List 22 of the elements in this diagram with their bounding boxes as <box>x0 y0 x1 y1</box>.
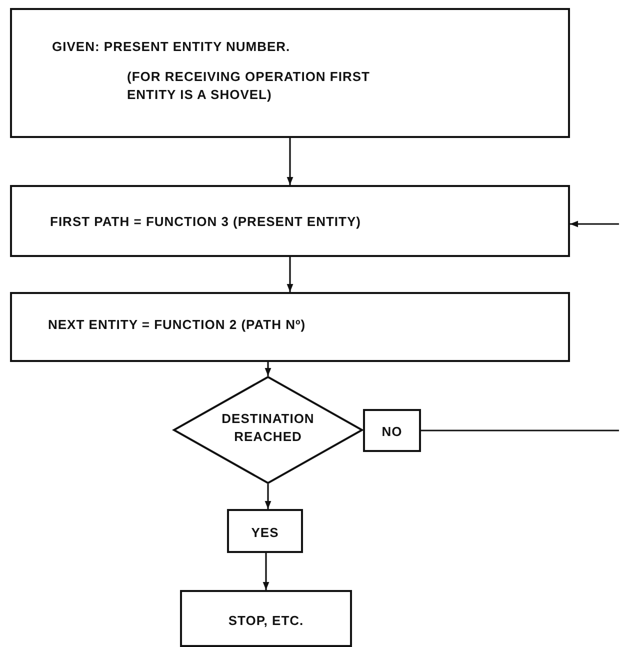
arrow <box>264 362 272 376</box>
node-text: DESTINATION REACHED <box>220 410 316 446</box>
node-text: GIVEN: PRESENT ENTITY NUMBER. <box>52 38 292 56</box>
node-text: (FOR RECEIVING OPERATION FIRST ENTITY IS A SHOVEL) <box>127 68 371 104</box>
process-box <box>10 8 570 138</box>
arrow <box>262 553 270 590</box>
arrow <box>286 257 294 292</box>
arrow <box>286 138 294 185</box>
process-box <box>10 292 570 362</box>
node-text: STOP, ETC. <box>227 612 305 630</box>
connector-line <box>421 430 619 432</box>
process-box <box>180 590 352 647</box>
arrow <box>264 484 272 509</box>
process-box <box>363 409 421 452</box>
process-box <box>10 185 570 257</box>
arrow <box>570 220 619 228</box>
node-text: YES <box>250 524 280 542</box>
process-box <box>227 509 303 553</box>
node-text: NEXT ENTITY = FUNCTION 2 (PATH Nº) <box>48 316 307 334</box>
decision-diamond <box>173 376 363 484</box>
node-text: NO <box>380 423 404 441</box>
node-text: FIRST PATH = FUNCTION 3 (PRESENT ENTITY) <box>50 213 362 231</box>
